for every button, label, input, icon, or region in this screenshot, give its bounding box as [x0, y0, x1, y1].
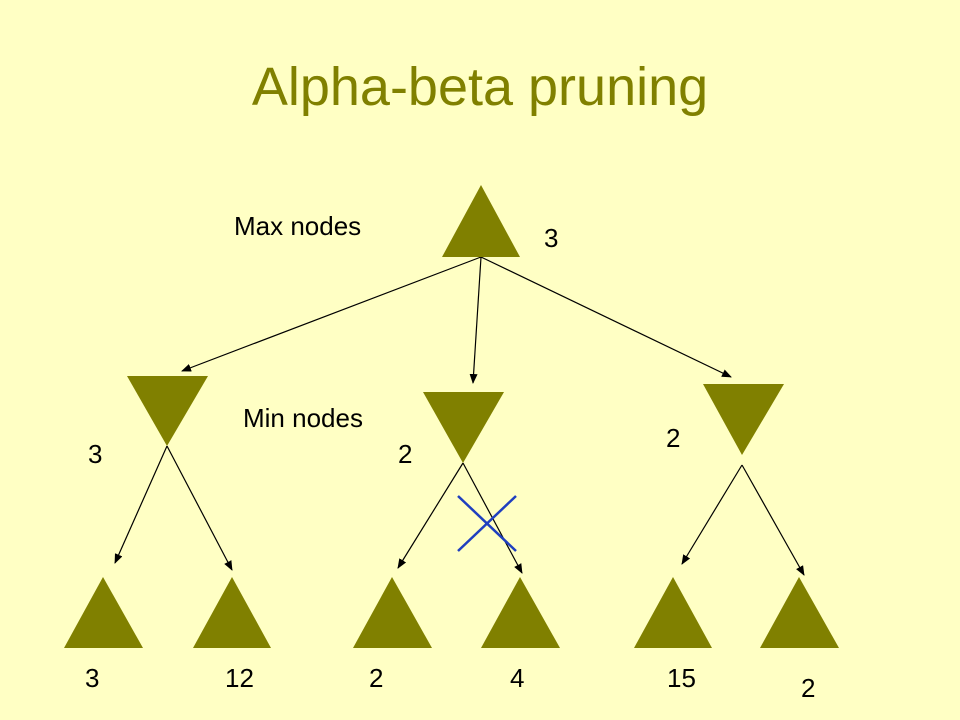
- leaf-node-1: [64, 577, 143, 648]
- leaf-4-value: 4: [510, 663, 525, 693]
- min-right-value: 2: [666, 423, 681, 453]
- max-node-root: [442, 185, 520, 257]
- edge-min-right-to-leaf-5: [681, 464, 743, 565]
- min-node-right: [703, 384, 784, 455]
- pruned-branch-mark: [457, 495, 517, 552]
- leaf-node-2: [193, 577, 271, 648]
- min-node-middle: [423, 392, 504, 463]
- leaf-5-value: 15: [667, 663, 696, 693]
- leaf-2-value: 12: [225, 663, 254, 693]
- min-node-left: [127, 376, 208, 446]
- edge-min-left-to-leaf-1: [114, 445, 168, 564]
- leaf-node-3: [353, 577, 432, 648]
- min-left-value: 3: [88, 439, 103, 469]
- edge-root-to-min-middle: [469, 256, 482, 384]
- max-nodes-label: Max nodes: [234, 211, 362, 241]
- leaf-1-value: 3: [85, 663, 100, 693]
- min-middle-value: 2: [398, 439, 413, 469]
- leaf-3-value: 2: [369, 663, 384, 693]
- edge-min-middle-to-leaf-3: [397, 462, 464, 569]
- min-nodes-label: Min nodes: [243, 403, 363, 433]
- leaf-6-value: 2: [801, 673, 816, 703]
- edge-root-to-min-left: [181, 256, 482, 372]
- leaf-node-4: [481, 577, 560, 648]
- root-value: 3: [544, 223, 559, 253]
- edge-min-right-to-leaf-6: [741, 464, 805, 576]
- edge-min-left-to-leaf-2: [166, 445, 233, 571]
- slide-title: Alpha-beta pruning: [251, 57, 709, 117]
- edge-root-to-min-right: [480, 256, 732, 378]
- leaf-node-6: [760, 577, 839, 648]
- leaf-node-5: [634, 577, 712, 648]
